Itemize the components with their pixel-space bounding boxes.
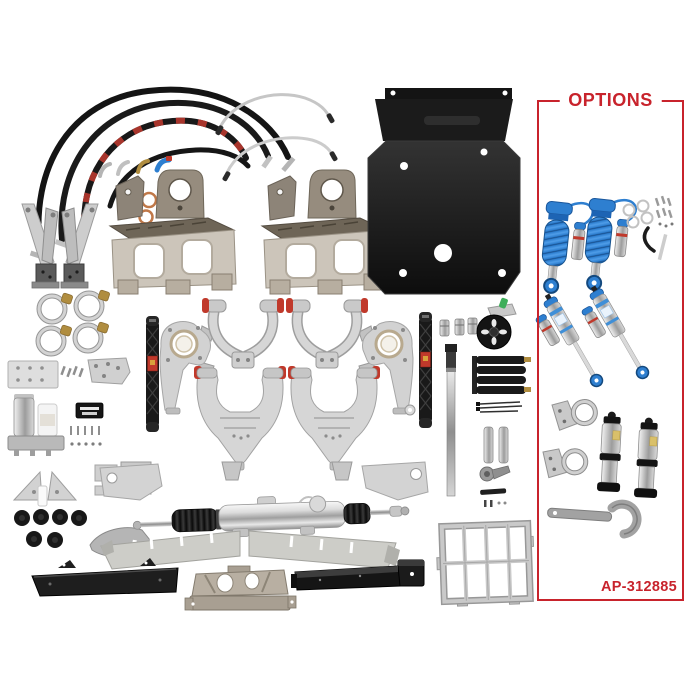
- lower-control-arm-right: [287, 365, 381, 471]
- hose-clamp: [38, 325, 72, 354]
- o-ring: [140, 191, 158, 209]
- braided-brake-lines: [215, 93, 338, 182]
- spacer-sleeves: [483, 426, 509, 464]
- zip-ties: [476, 401, 523, 413]
- rack-mount-u-brackets: [221, 461, 353, 481]
- stamped-logo: [424, 116, 480, 125]
- crossmember-center: [184, 565, 297, 611]
- bolt-cluster: [60, 365, 84, 378]
- hose-clamp: [75, 322, 109, 351]
- power-steering-pump: [476, 297, 517, 350]
- wing-skid-plates: [100, 530, 400, 570]
- hardware-bolt-rows: [70, 426, 102, 446]
- options-part-number: AP-312885: [600, 579, 677, 595]
- washer: [404, 404, 416, 416]
- steering-rack: [132, 495, 410, 538]
- steering-bracket: [87, 357, 131, 385]
- skid-plate: [367, 88, 521, 295]
- upper-control-arm-left: [202, 298, 284, 368]
- shock-hardware-set: [622, 195, 674, 261]
- tie-rod-adapters: [439, 317, 478, 337]
- options-box-label: OPTIONS: [559, 90, 662, 111]
- upper-control-arm-right: [286, 298, 368, 368]
- fluid-cooler: [472, 356, 531, 394]
- power-steering-hose-kit: [29, 86, 296, 261]
- limit-strap-left: [145, 315, 160, 433]
- mini-spanner-wrench: [642, 226, 656, 253]
- white-clip: [37, 485, 48, 507]
- lower-control-arm-left: [193, 365, 287, 471]
- frame-rail-right: [291, 559, 425, 591]
- tower-gusset-right: [60, 203, 99, 289]
- rack-gusset-plates: [99, 461, 429, 501]
- steering-shaft: [445, 344, 457, 497]
- idler-arm: [479, 465, 511, 507]
- rubber-pucks: [14, 509, 87, 548]
- aluminum-mount-plate: [7, 360, 59, 389]
- options-box: OPTIONS AP-312885: [537, 90, 684, 601]
- frame-bracket-black-left: [31, 558, 179, 597]
- cooler-mount-cage: [436, 519, 534, 607]
- pump-filter-assembly: [7, 394, 65, 456]
- hose-clamp: [39, 293, 73, 322]
- hose-clamp: [76, 290, 110, 319]
- logo-patch: [75, 402, 104, 419]
- cab-mount-bracket-left: [109, 169, 237, 295]
- limit-strap-right: [418, 311, 433, 429]
- spanner-wrench: [547, 499, 642, 539]
- tool-rod: [657, 233, 668, 261]
